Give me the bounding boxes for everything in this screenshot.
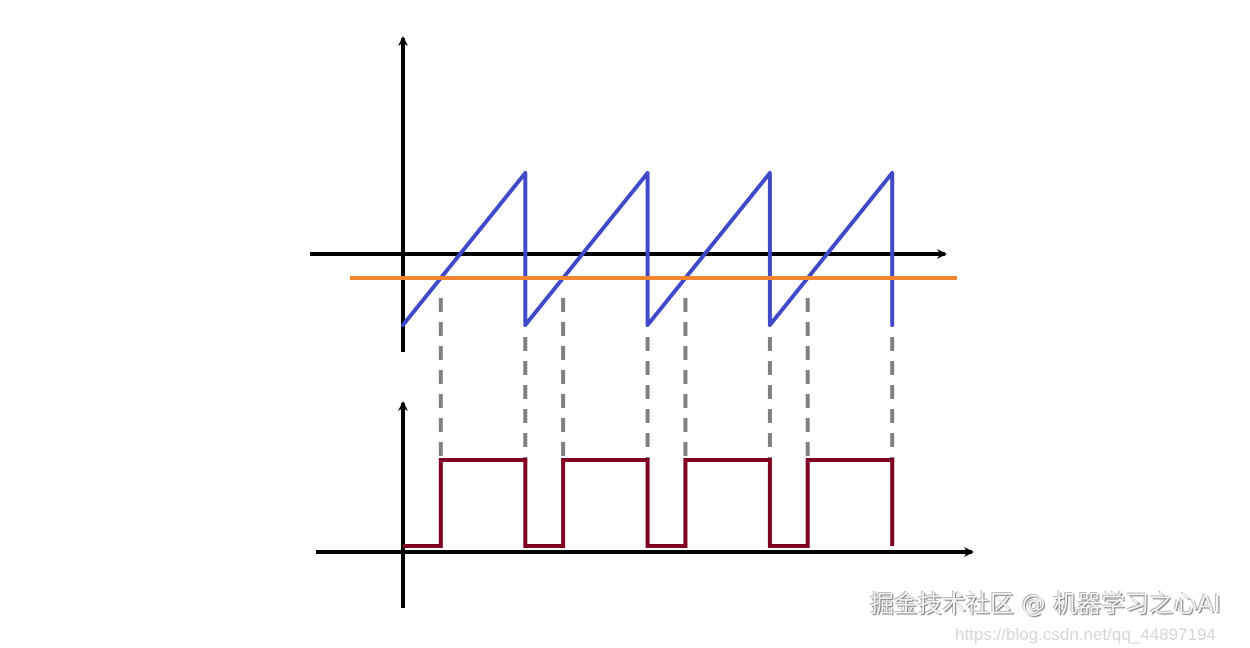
- watermark-url: https://blog.csdn.net/qq_44897194: [955, 625, 1216, 644]
- watermark-juejin: 掘金技术社区 @ 机器学习之心AI: [870, 590, 1221, 618]
- pwm-output-wave: [403, 458, 895, 548]
- sawtooth-carrier-wave: [401, 171, 895, 327]
